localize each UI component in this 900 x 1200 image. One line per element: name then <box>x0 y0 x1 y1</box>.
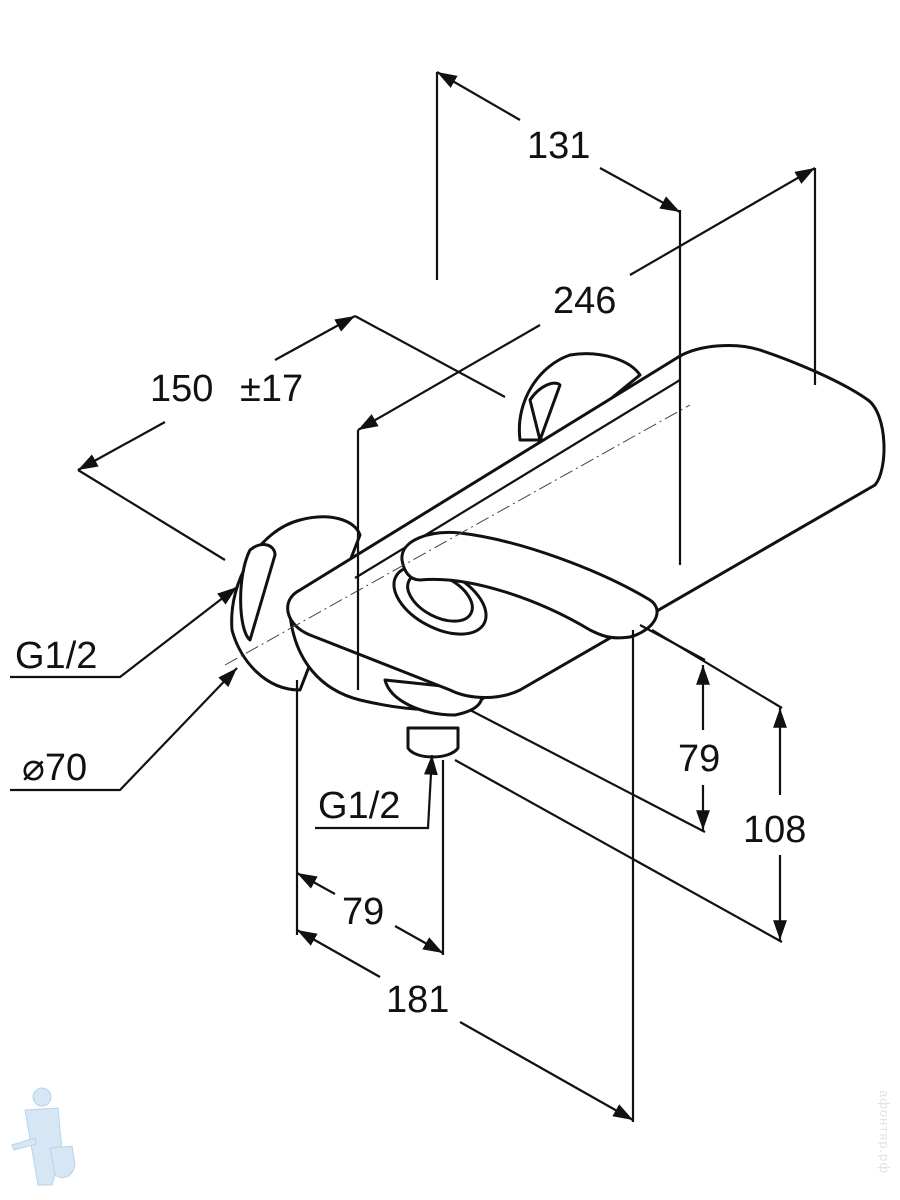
dim-g12-outlet: G1/2 <box>318 785 400 827</box>
dim-131: 131 <box>527 125 590 167</box>
plumber-logo <box>11 1087 76 1186</box>
dim-diameter-70: ⌀70 <box>22 747 87 789</box>
dim-g12-inlet: G1/2 <box>15 635 97 677</box>
dim-108: 108 <box>743 809 806 851</box>
dim-181: 181 <box>386 979 449 1021</box>
dim-150: 150 <box>150 368 213 410</box>
outlet-nut <box>406 726 460 759</box>
dim-79-height: 79 <box>678 738 720 780</box>
dim-tolerance: ±17 <box>240 368 303 410</box>
dimension-lines <box>10 71 817 1122</box>
dim-79-projection: 79 <box>342 891 384 933</box>
inlet-nut <box>239 543 277 642</box>
faucet-body <box>224 343 886 759</box>
dim-246: 246 <box>553 280 616 322</box>
watermark: афонтяр.рф <box>877 1090 892 1175</box>
